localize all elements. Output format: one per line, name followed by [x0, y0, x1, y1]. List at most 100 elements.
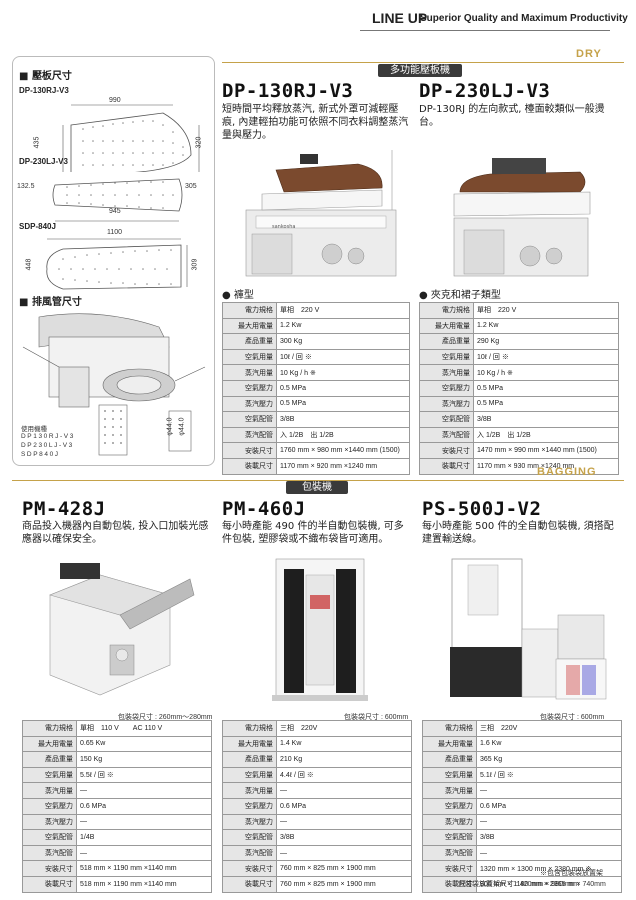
spec-key: 蒸汽用量	[222, 364, 277, 381]
spec-value: 0.5 MPa	[276, 379, 410, 397]
spec-key: 蒸汽用量	[419, 364, 474, 381]
spec-key: 最大用電量	[422, 735, 477, 753]
spec-value: 3/8B	[276, 829, 412, 846]
spec-key: 空氣配管	[222, 829, 277, 846]
spec-row: 蒸汽配管—	[422, 844, 622, 862]
spec-key: 安裝尺寸	[422, 860, 477, 877]
footnote: ※包含包裝袋放置架	[540, 870, 603, 877]
usage-model: DP230LJ-V3	[21, 442, 74, 449]
machine-pm428j-image	[49, 563, 195, 696]
header-tagline: Superior Quality and Maximum Productivit…	[420, 13, 628, 24]
spec-row: 蒸汽配管入 1/2B 出 1/2B	[222, 426, 410, 444]
product-subtype: ● 夾克和裙子類型	[419, 290, 501, 301]
spec-key: 蒸汽配管	[222, 844, 277, 862]
plate-dimensions-title: ■ 壓板尺寸	[19, 71, 72, 82]
spec-value: 10 Kg / h ※	[276, 364, 410, 381]
section-line-dry	[222, 62, 624, 63]
usage-model: SDP840J	[21, 451, 60, 458]
bag-size: 包裝袋尺寸 : 600mm	[540, 714, 605, 721]
spec-value: —	[76, 844, 212, 862]
spec-value: —	[276, 813, 412, 831]
square-bullet-icon: ■	[19, 297, 32, 308]
spec-key: 空氣壓力	[419, 379, 474, 397]
spec-value: 3/8B	[476, 829, 622, 846]
machine-dp230lj-image	[453, 158, 591, 277]
bag-size: 包裝袋尺寸 : 600mm	[344, 714, 409, 721]
spec-value: 三相 220V	[276, 720, 412, 737]
spec-key: 空氣壓力	[422, 797, 477, 815]
spec-key: 最大用電量	[419, 317, 474, 335]
section-line-bagging	[12, 480, 624, 481]
page-header: LINE UP Superior Quality and Maximum Pro…	[0, 0, 636, 38]
product-model-title: PM-428J	[22, 498, 106, 520]
spec-key: 電力規格	[419, 302, 474, 319]
spec-key: 空氣用量	[222, 348, 277, 366]
dim-label: 305	[185, 183, 197, 190]
spec-value: 5.1ℓ / 回 ※	[476, 766, 622, 784]
spec-key: 空氣用量	[422, 766, 477, 784]
spec-row: 電力規格單相 220 V	[222, 302, 410, 319]
spec-key: 裝載尺寸	[419, 457, 474, 475]
product-description: 商品投入機器內自動包裝, 投入口加裝光感應器以確保安全。	[22, 521, 209, 545]
spec-row: 蒸汽配管—	[22, 844, 212, 862]
spec-key: 產品重量	[222, 333, 277, 350]
spec-value: 1.4 Kw	[276, 735, 412, 753]
product-model-title: PS-500J-V2	[422, 498, 542, 520]
section-word-bagging: BAGGING	[537, 466, 597, 478]
spec-row: 電力規格三相 220V	[222, 720, 412, 737]
dim-label: 320	[195, 136, 203, 149]
spec-key: 蒸汽配管	[222, 426, 277, 444]
spec-value: 1170 mm × 920 mm ×1240 mm	[276, 457, 410, 475]
circle-bullet-icon: ●	[222, 290, 234, 301]
machine-dp130rj-image	[245, 150, 397, 277]
spec-value: 0.5 MPa	[276, 395, 410, 413]
square-bullet-icon: ■	[19, 71, 32, 82]
product-description: 短時間平均釋放蒸汽, 新式外罩可減輕壓痕, 內建輕拍功能可依照不同衣料調整蒸汽量…	[222, 104, 409, 141]
spec-key: 產品重量	[222, 751, 277, 768]
spec-key: 電力規格	[22, 720, 77, 737]
spec-key: 安裝尺寸	[419, 442, 474, 459]
spec-key: 產品重量	[419, 333, 474, 350]
spec-value: 1170 mm × 930 mm ×1240 mm	[473, 457, 619, 475]
spec-value: 0.6 MPa	[276, 797, 412, 815]
spec-value: —	[76, 813, 212, 831]
spec-value: 10ℓ / 回 ※	[276, 348, 410, 366]
spec-key: 空氣配管	[22, 829, 77, 846]
spec-value: 4.4ℓ / 回 ※	[276, 766, 412, 784]
product-description: 每小時產能 500 件的全自動包裝機, 須搭配建置輸送線。	[422, 521, 614, 545]
spec-key: 蒸汽配管	[422, 844, 477, 862]
spec-key: 空氣用量	[419, 348, 474, 366]
spec-value: 10 Kg / h ※	[473, 364, 619, 381]
spec-key: 最大用電量	[22, 735, 77, 753]
product-description: DP-130RJ 的左向款式, 檯面較類似一般燙台。	[419, 104, 605, 128]
spec-row: 蒸汽用量—	[422, 782, 622, 799]
spec-key: 蒸汽用量	[422, 782, 477, 799]
spec-row: 蒸汽用量—	[222, 782, 412, 799]
spec-key: 裝載尺寸	[22, 875, 77, 893]
spec-value: 1.2 Kw	[473, 317, 619, 335]
spec-key: 蒸汽用量	[22, 782, 77, 799]
product-model-title: DP-230LJ-V3	[419, 80, 551, 102]
spec-key: 空氣壓力	[222, 379, 277, 397]
spec-key: 產品重量	[422, 751, 477, 768]
spec-value: 1320 mm × 1300 mm × 2380 mm ※	[476, 860, 622, 877]
spec-key: 最大用電量	[222, 735, 277, 753]
plate-dimensions-panel: ■ 壓板尺寸 DP-130RJ-V3 990 435 320 DP-230LJ-…	[12, 56, 215, 466]
spec-key: 電力規格	[222, 302, 277, 319]
